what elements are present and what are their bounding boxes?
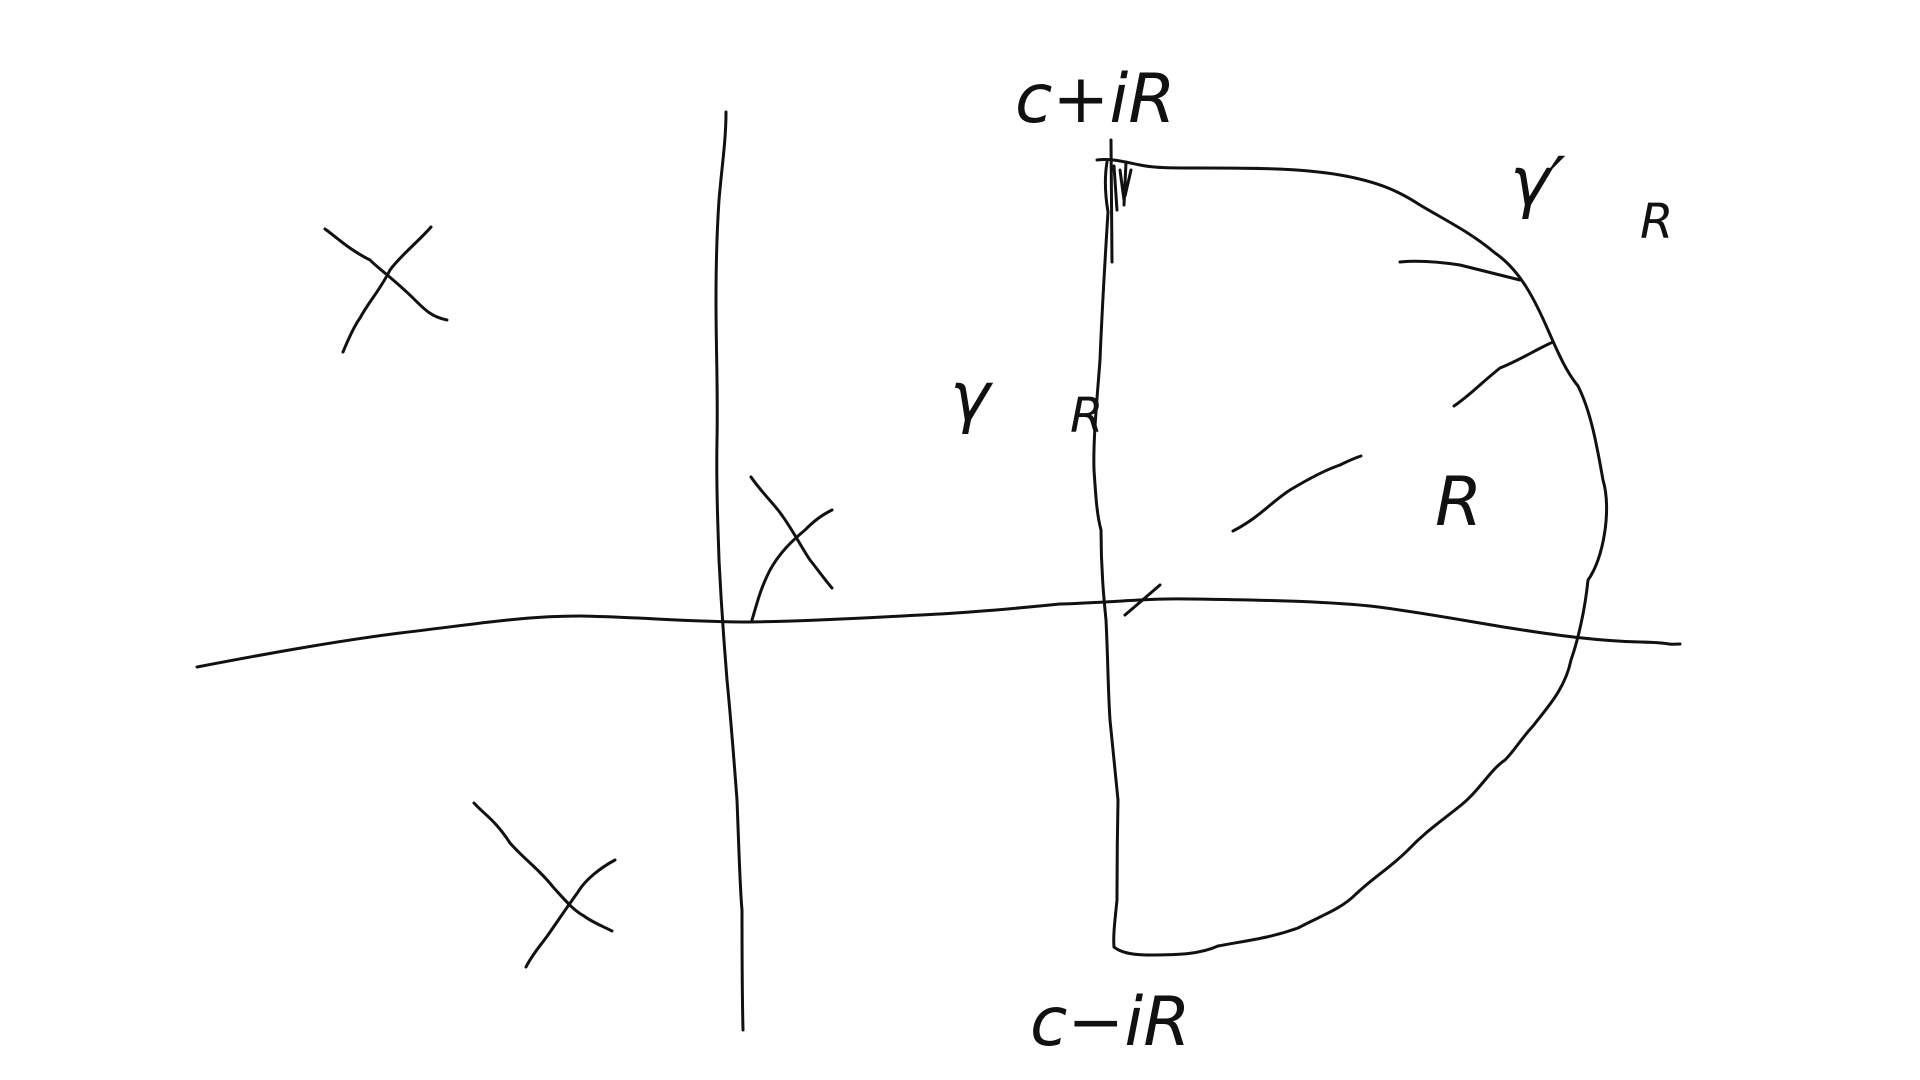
segment-label-subscript: R xyxy=(1070,388,1103,444)
pole-upper-left xyxy=(323,225,449,354)
segment-label-gamma-r: γ R xyxy=(950,358,1103,444)
segment-top-scribble xyxy=(1109,138,1133,264)
top-endpoint-label: c+iR xyxy=(1015,60,1176,139)
arc-label-name: γ′ xyxy=(1510,143,1566,222)
real-axis xyxy=(195,597,1682,669)
pole-lower-left xyxy=(472,801,617,969)
segment-label-name: γ xyxy=(950,358,994,437)
contour-arc-gamma-r-prime xyxy=(1095,158,1609,957)
contour-segment-gamma-r xyxy=(1092,160,1120,949)
arc-label-subscript: R xyxy=(1640,194,1673,250)
imaginary-axis xyxy=(714,110,745,1032)
pole-near-origin xyxy=(749,475,834,622)
arc-label-gamma-r-prime: γ′ R xyxy=(1510,143,1673,250)
bottom-endpoint-label: c−iR xyxy=(1030,983,1191,1062)
radius-segment xyxy=(1123,259,1555,617)
radius-label: R xyxy=(1435,463,1482,542)
